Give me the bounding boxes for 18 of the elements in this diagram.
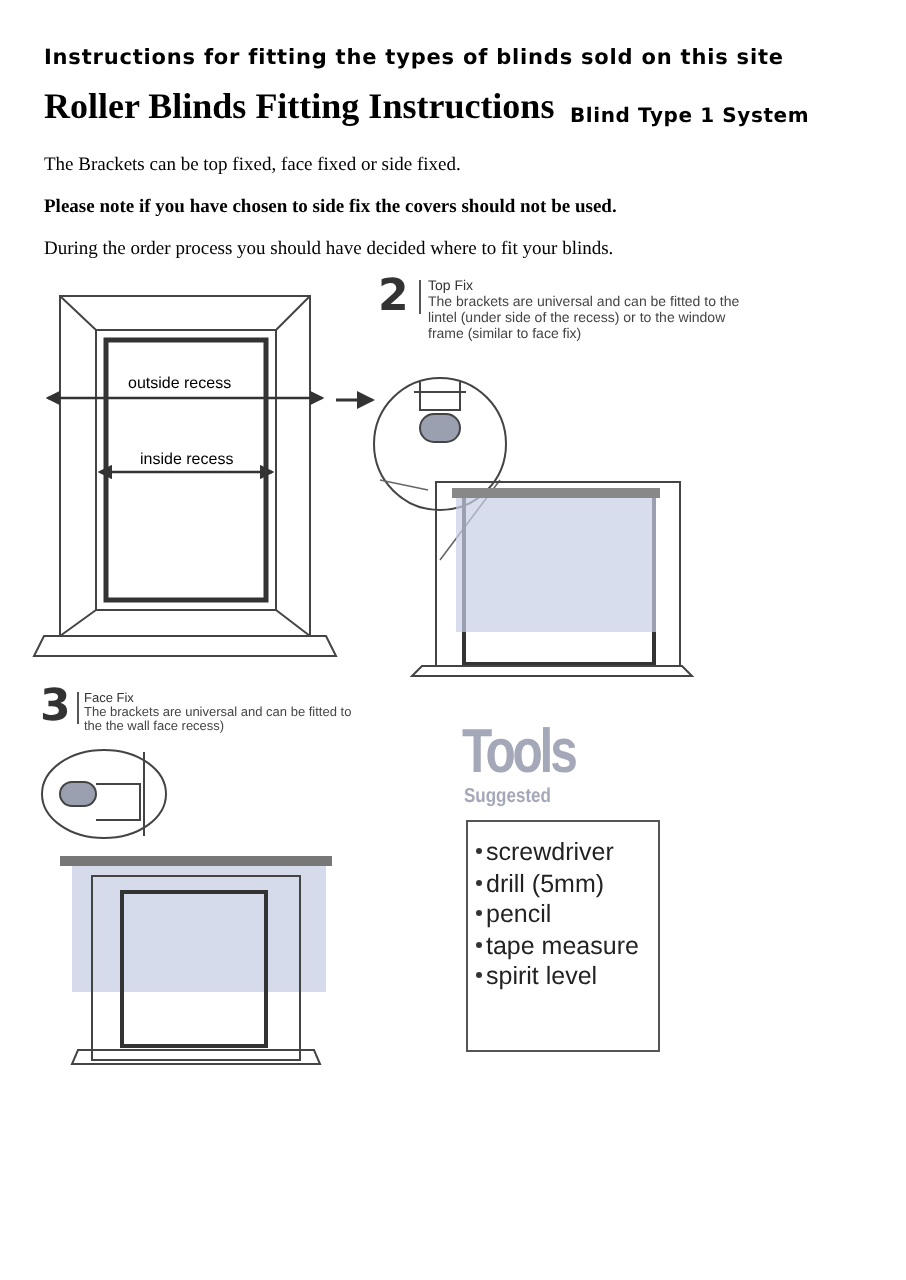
list-item: pencil [486, 900, 552, 928]
blind-type-heading: Blind Type 1 System [570, 106, 810, 129]
step-number: 3 [40, 682, 71, 733]
list-item: spirit level [486, 962, 598, 990]
note-text: Please note if you have chosen to side fix the covers should not be used. [44, 198, 617, 220]
list-item: drill (5mm) [486, 869, 605, 897]
tools-subheading: Suggested [464, 786, 551, 809]
step-number: 2 [378, 272, 409, 323]
page-title: Roller Blinds Fitting Instructions [44, 86, 555, 128]
tools-list-box [466, 820, 660, 1052]
list-item: screwdriver [486, 838, 614, 866]
tools-heading: Tools [462, 716, 575, 787]
intro-text: During the order process you should have decided where to fit your blinds. [44, 240, 614, 262]
subtitle: Instructions for fitting the types of blinds sold on this site [44, 46, 784, 71]
list-item: tape measure [486, 931, 639, 959]
intro-text: The Brackets can be top fixed, face fixed or side fixed. [44, 156, 461, 178]
dimension-label: outside recess [124, 374, 236, 393]
dimension-label: inside recess [136, 450, 238, 469]
